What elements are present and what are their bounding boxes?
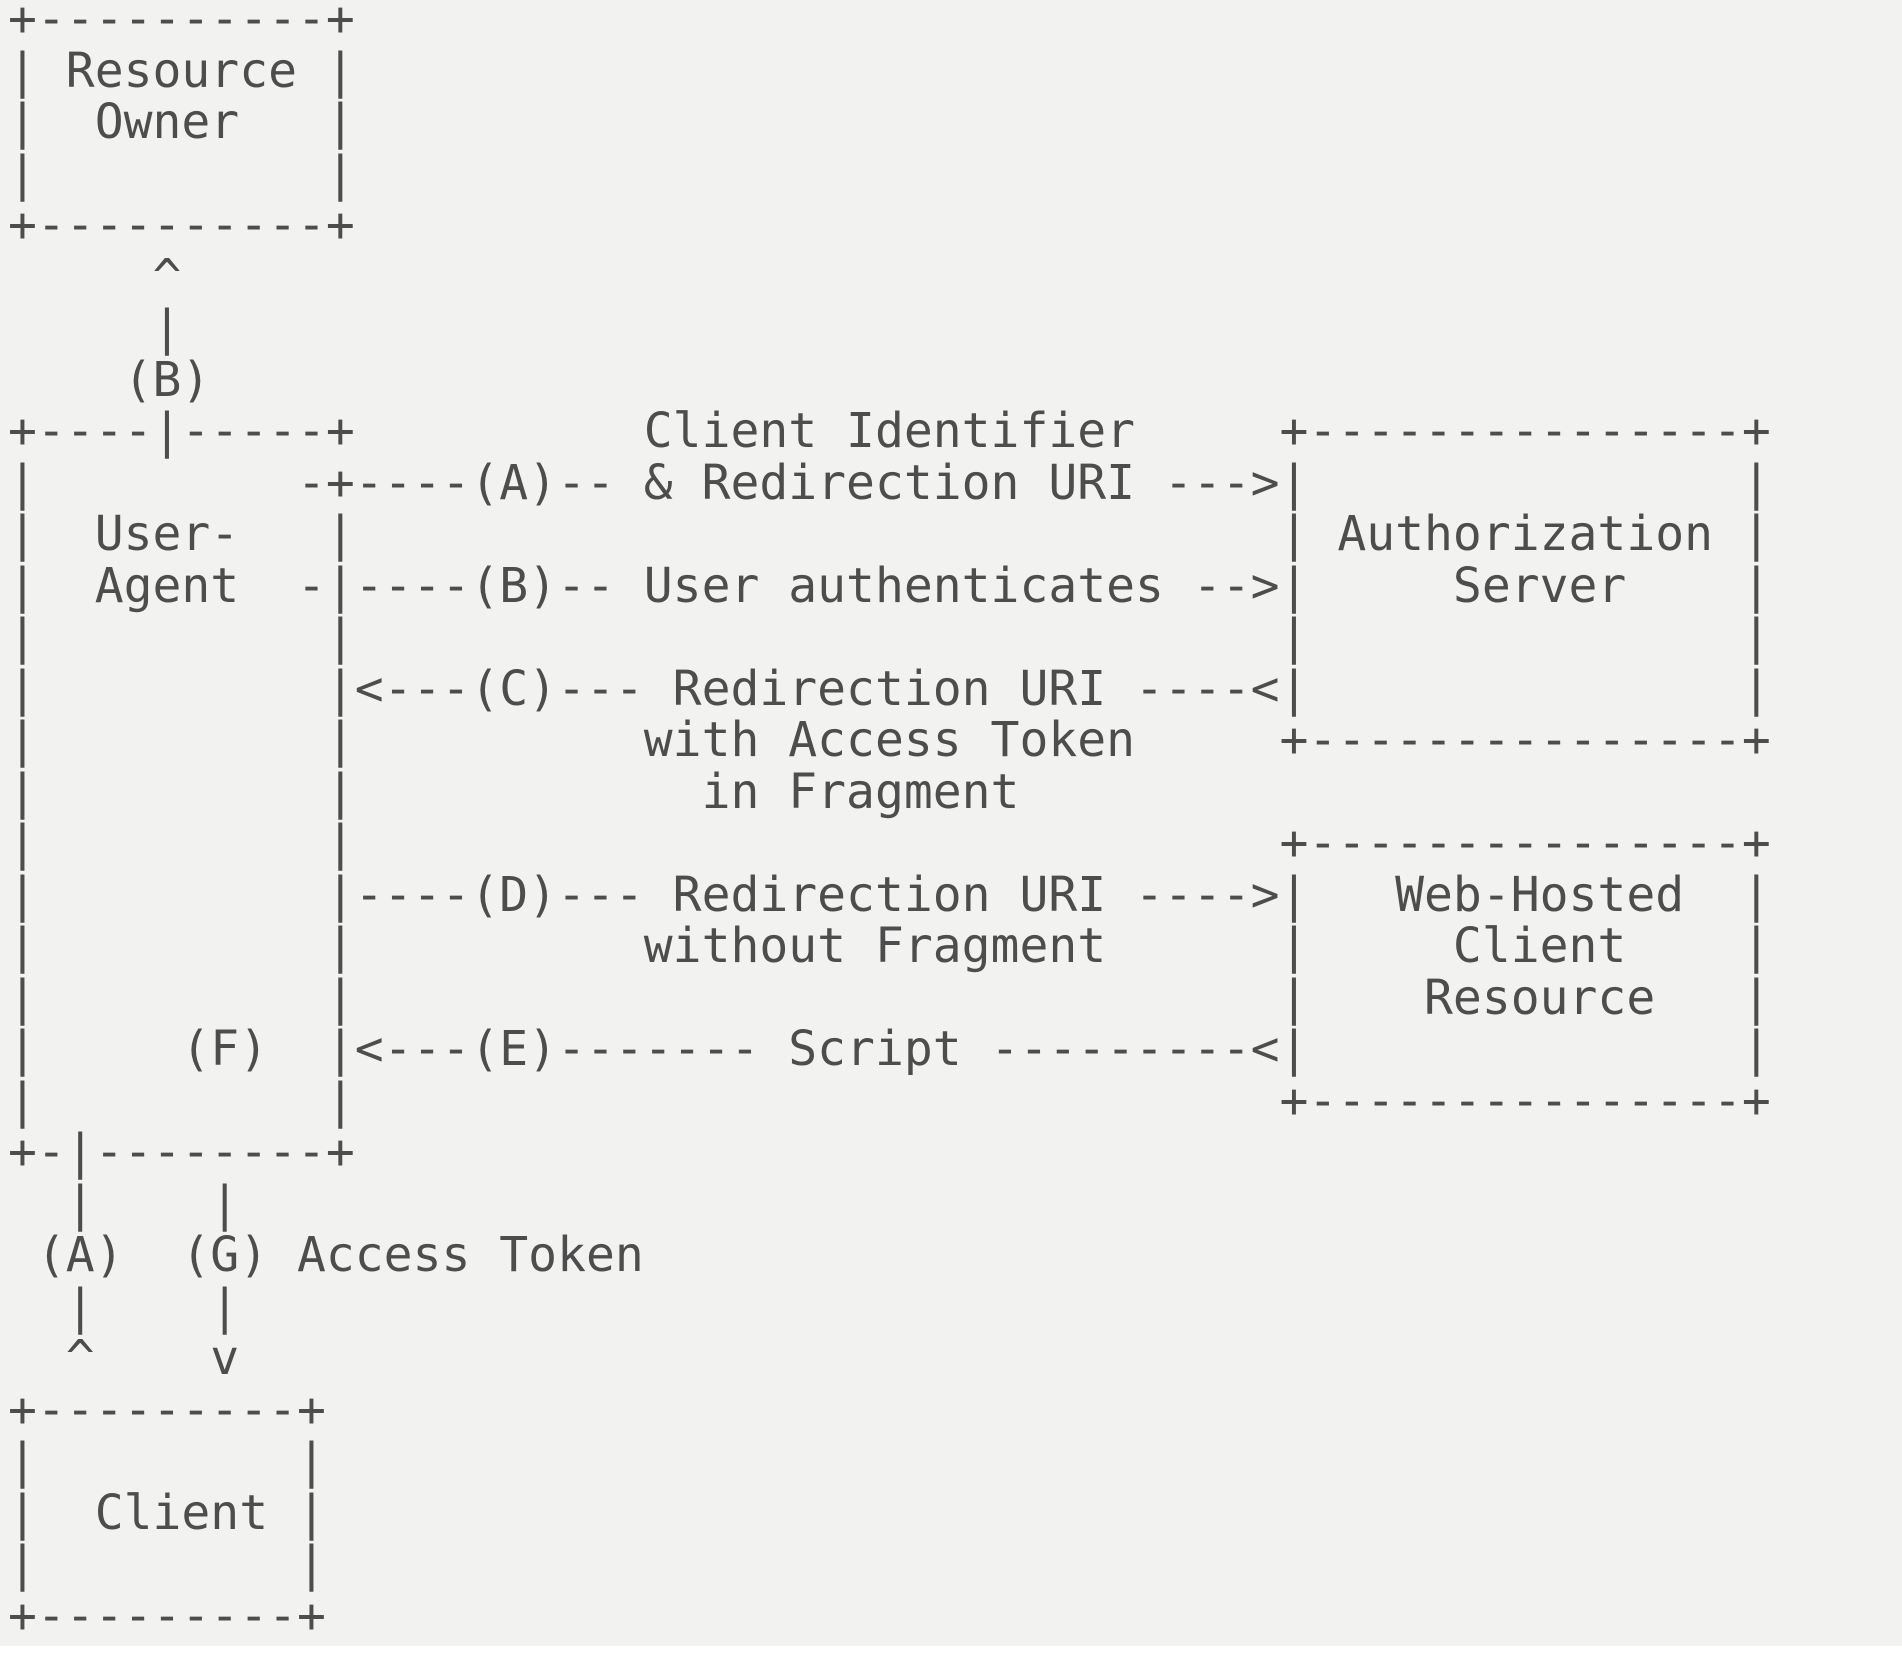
ascii-flow-diagram: +----------+ | Resource | | Owner | | | … [8, 0, 1771, 1644]
